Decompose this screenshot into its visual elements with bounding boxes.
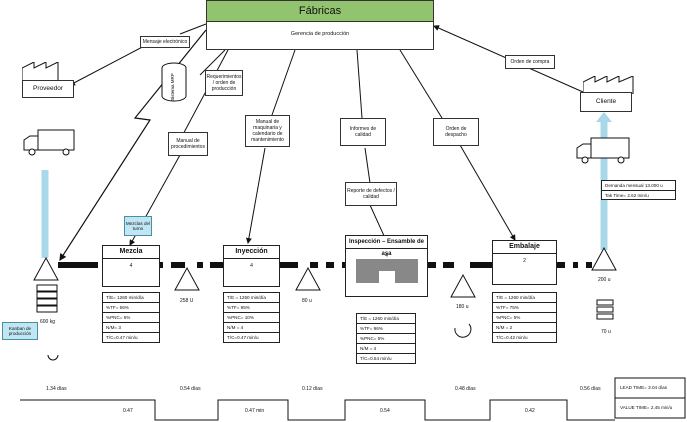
timeline-day-3: 0.48 días [455, 386, 476, 392]
client-box: Cliente [580, 92, 632, 112]
note-mensaje-text: Mensaje electrónico [142, 38, 188, 45]
data-te: T/E= 1260 min/día [103, 293, 159, 303]
note-informes-text: Informes de calidad [349, 125, 377, 138]
value-time: VALUE TIME= 2.45 min/u [620, 405, 673, 410]
data-tf: %TF= 75% [493, 303, 556, 313]
data-tc: T/C=0.54 min/u [360, 356, 392, 361]
data-pnc: %PNC= 5% [357, 334, 415, 344]
factory-title: Fábricas [207, 1, 433, 22]
operator-count: 4 [385, 253, 388, 259]
operator-count: 2 [523, 258, 526, 264]
note-requerimientos-text: Requerimientos / orden de producción [206, 73, 242, 93]
note-orden-compra-text: Orden de compra [510, 58, 550, 65]
mezclas-text: Mezclas del turno [125, 220, 151, 232]
data-te: T/E = 1260 min/día [493, 293, 556, 303]
note-manual-proc: Manual de procedimientos [168, 132, 208, 156]
inventory-3: 180 u [456, 304, 469, 310]
mrp-cylinder-icon: Sistema MRP [161, 62, 187, 102]
note-mensaje: Mensaje electrónico [140, 36, 190, 48]
data-tc: T/C=0.47 min/u [106, 335, 138, 340]
assembly-notch [379, 271, 395, 283]
factory-box: Fábricas Gerencia de producción [206, 0, 434, 50]
inventory-4a: 200 u [598, 277, 611, 283]
timeline-value-2: 0.54 [380, 408, 390, 414]
data-nm: N/M= 3 [103, 323, 159, 333]
data-box-mezcla: T/E= 1260 min/día %TF= 56% %PNC= 5% N/M=… [102, 292, 160, 343]
data-box-embalaje: T/E = 1260 min/día %TF= 75% %PNC= 5% N/M… [492, 292, 557, 343]
note-orden-despacho-text: Orden de despacho [445, 125, 467, 138]
supplier-factory-icon [22, 62, 59, 82]
data-nm: N/M = 4 [357, 344, 415, 354]
timeline-day-0: 1.34 días [46, 386, 67, 392]
note-informes: Informes de calidad [340, 118, 386, 146]
mezclas-tag: Mezclas del turno [124, 216, 152, 236]
process-mezcla: Mezcla 4 [102, 245, 160, 287]
kanban-text: Kanban de producción [8, 325, 32, 337]
operator-count: 4 [129, 263, 133, 269]
note-reporte: Reporte de defectos / calidad [345, 182, 397, 206]
data-pnc: %PNC= 5% [103, 313, 159, 323]
supplier-label: Proveedor [33, 84, 63, 92]
process-title: Inspección – Ensamble de asa [346, 236, 427, 257]
data-tc: T/C=0.47 min/u [227, 335, 259, 340]
timeline-value-3: 0.42 [525, 408, 535, 414]
process-inspeccion: Inspección – Ensamble de asa 4 [345, 235, 428, 297]
timeline-value-0: 0.47 [123, 408, 133, 414]
data-nm: N/M = 4 [224, 323, 279, 333]
demand-text: Demanda mensual 13.000 u [602, 181, 675, 191]
data-box-inyeccion: T/E = 1260 min/día %TF= 95% %PNC= 10% N/… [223, 292, 280, 343]
note-manual-maq: Manual de maquinaria y calendario de man… [245, 115, 290, 147]
process-title: Embalaje [493, 241, 556, 254]
data-te: T/E = 1260 min/día [357, 314, 415, 324]
timeline-day-4: 0.56 días [580, 386, 601, 392]
note-orden-despacho: Orden de despacho [433, 118, 479, 146]
process-inyeccion: Inyección 4 [223, 245, 280, 287]
inventory-2: 80 u [302, 298, 312, 304]
process-title: Inyección [224, 246, 279, 259]
data-tf: %TF= 96% [357, 324, 415, 334]
inventory-1: 258 U [180, 298, 194, 304]
process-title: Mezcla [103, 246, 159, 259]
mrp-label: Sistema MRP [170, 73, 175, 101]
operator-count: 4 [250, 263, 253, 269]
factory-subtitle: Gerencia de producción [290, 31, 350, 37]
data-nm: N/M = 2 [493, 323, 556, 333]
data-box-inspeccion: T/E = 1260 min/día %TF= 96% %PNC= 5% N/M… [356, 313, 416, 364]
timeline-value-1: 0.47 min [245, 408, 265, 414]
client-label: Cliente [595, 97, 617, 105]
timeline-day-1: 0.54 días [180, 386, 201, 392]
demand-box: Demanda mensual 13.000 u Tak Time= 2.62 … [601, 180, 676, 200]
client-truck-icon [576, 137, 630, 164]
inventory-4b: 70 u [601, 329, 611, 335]
note-requerimientos: Requerimientos / orden de producción [205, 70, 243, 96]
note-manual-proc-text: Manual de procedimientos [171, 137, 205, 150]
client-factory-icon [583, 76, 634, 94]
data-tf: %TF= 56% [103, 303, 159, 313]
note-orden-compra: Orden de compra [505, 55, 555, 69]
supplier-truck-icon [23, 129, 75, 156]
timeline-day-2: 0.12 días [302, 386, 323, 392]
lead-time: LEAD TIME= 3.04 días [620, 385, 668, 390]
data-tf: %TF= 95% [224, 303, 279, 313]
note-reporte-text: Reporte de defectos / calidad [347, 187, 395, 200]
note-manual-maq-text: Manual de maquinaria y calendario de man… [251, 118, 284, 144]
supplier-box: Proveedor [22, 80, 74, 98]
data-pnc: %PNC= 5% [493, 313, 556, 323]
takt-text: Tak Time= 2.62 min/u [605, 193, 649, 198]
process-embalaje: Embalaje 2 [492, 240, 557, 285]
data-tc: T/C=0.42 min/u [496, 335, 528, 340]
kanban-tag: Kanban de producción [2, 322, 38, 340]
data-pnc: %PNC= 10% [224, 313, 279, 323]
data-te: T/E = 1260 min/día [224, 293, 279, 303]
inventory-0: 600 kg [40, 319, 56, 325]
